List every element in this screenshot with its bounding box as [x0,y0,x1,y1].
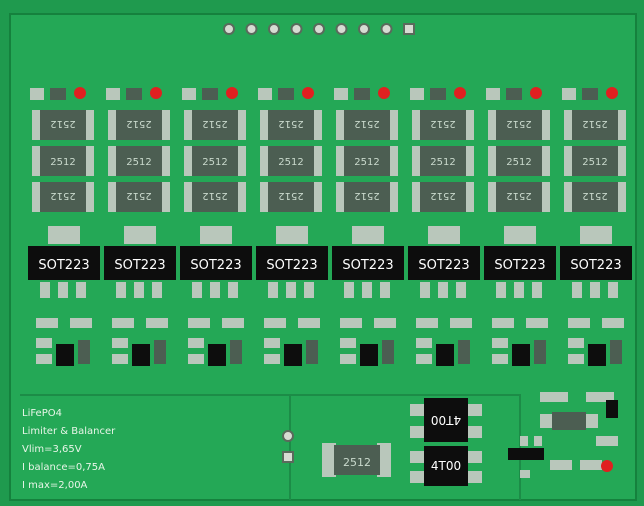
red-led-icon [226,87,238,99]
header-connector [223,23,415,35]
big-resistor-label: 2512 [343,456,371,469]
through-hole-pin-icon [223,23,235,35]
resistor-label: 2512 [278,157,303,168]
through-hole-pin-icon [290,23,303,35]
test-pin-bottom [282,451,294,463]
resistor-label: 2512 [50,157,75,168]
chip-top: 4T00 [410,398,482,442]
resistor-label: 2512 [582,157,607,168]
resistor-label: 2512 [506,190,531,201]
transistor-label: SOT223 [570,258,621,273]
silkscreen-imax: I max=2,00A [22,480,88,491]
resistor-label: 2512 [126,157,151,168]
through-hole-pin-icon [335,23,348,35]
through-hole-pin-icon [380,23,393,35]
resistor-label: 2512 [202,118,227,129]
transistor-label: SOT223 [494,258,545,273]
resistor-label: 2512 [582,190,607,201]
transistor-label: SOT223 [114,258,165,273]
red-led-icon [454,87,466,99]
transistor-label: SOT223 [38,258,89,273]
through-hole-pin-icon [358,23,370,35]
resistor-label: 2512 [278,118,303,129]
resistor-label: 2512 [202,157,227,168]
transistor-label: SOT223 [342,258,393,273]
through-hole-pin-icon [245,23,258,35]
red-led-icon [378,87,390,99]
transistor-label: SOT223 [266,258,317,273]
transistor-label: SOT223 [190,258,241,273]
control-circuit [508,392,618,478]
silkscreen-subtitle: Limiter & Balancer [22,426,116,437]
red-led-icon [606,87,618,99]
chip-top-label: 4T00 [431,413,461,427]
transistor-label: SOT223 [418,258,469,273]
silkscreen-vlim: Vlim=3,65V [22,444,82,455]
resistor-label: 2512 [582,118,607,129]
big-resistor: 2512 [322,443,391,477]
resistor-label: 2512 [430,118,455,129]
resistor-label: 2512 [202,190,227,201]
resistor-label: 2512 [430,157,455,168]
bottom-section: 2512 4T00 4T00 [20,392,618,500]
chip-bottom: 4T00 [410,446,482,486]
silkscreen-ibalance: I balance=0,75A [22,462,105,473]
resistor-label: 2512 [506,118,531,129]
resistor-label: 2512 [354,118,379,129]
red-led-icon [302,87,314,99]
power-trace [20,394,521,500]
resistor-label: 2512 [506,157,531,168]
resistor-label: 2512 [354,190,379,201]
balancer-channels: 251225122512SOT223251225122512SOT2232512… [28,87,632,366]
silkscreen-title: LiFePO4 [22,408,62,419]
red-led-icon [150,87,162,99]
red-led-icon [74,87,86,99]
resistor-label: 2512 [354,157,379,168]
test-pin-top [282,430,294,442]
resistor-label: 2512 [126,190,151,201]
through-hole-pin-icon [268,23,280,35]
red-led-icon [601,460,613,472]
resistor-label: 2512 [126,118,151,129]
chip-bottom-label: 4T00 [431,459,461,473]
red-led-icon [530,87,542,99]
resistor-label: 2512 [278,190,303,201]
through-hole-pin-icon [313,23,325,35]
through-hole-pin-icon [403,23,415,35]
resistor-label: 2512 [50,190,75,201]
resistor-label: 2512 [50,118,75,129]
resistor-label: 2512 [430,190,455,201]
